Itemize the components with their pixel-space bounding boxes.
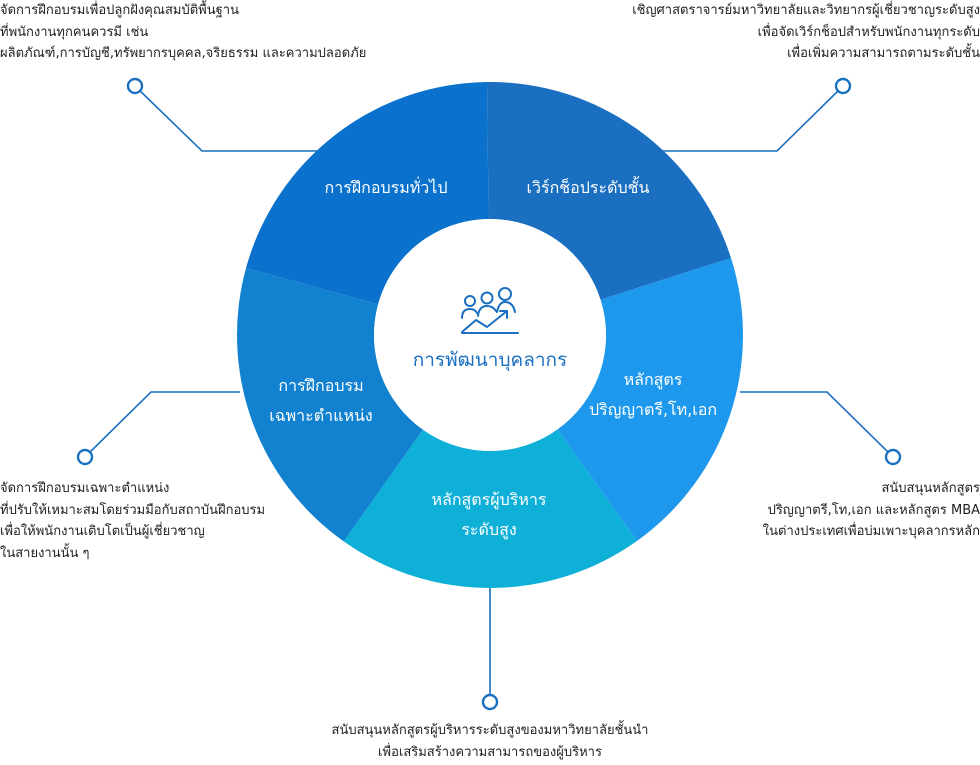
note-line: จัดการฝึกอบรมเฉพาะตำแหน่ง [0,481,170,496]
segment-executive-program [343,429,637,588]
note-line: ผลิตภัณฑ์,การบัญชี,ทรัพยากรบุคคล,จริยธรร… [0,46,367,61]
note-line: เพื่อเสริมสร้างความสามารถของผู้บริหาร [378,744,602,760]
connector-dot-top-right [834,77,852,95]
note-workshop: เชิญศาสตราจารย์มหาวิทยาลัยและวิทยากรผู้เ… [632,0,980,65]
segment-position-training [237,268,423,542]
note-line: จัดการฝึกอบรมเพื่อปลูกฝังคุณสมบัติพื้นฐา… [0,3,239,18]
note-line: ในสายงานนั้น ๆ [0,545,90,561]
segment-label-position-training: การฝึกอบรมเฉพาะตำแหน่ง [269,371,372,431]
connector-dot-top-left [126,77,144,95]
note-general-training: จัดการฝึกอบรมเพื่อปลูกฝังคุณสมบัติพื้นฐา… [0,0,366,65]
note-line: ในต่างประเทศเพื่อบ่มเพาะบุคลากรหลัก [762,524,980,539]
segment-label-general-training: การฝึกอบรมทั่วไป [325,173,448,203]
segment-label-line: เวิร์กช็อประดับชั้น [526,178,650,197]
center-hub [374,219,606,451]
connector-dot-middle-left [76,448,94,466]
segment-label-executive-program: หลักสูตรผู้บริหารระดับสูง [431,485,546,545]
note-degree-programs: สนับสนุนหลักสูตรปริญญาตรี,โท,เอก และหลัก… [763,478,980,543]
note-line: เพื่อเพิ่มความสามารถตามระดับชั้น [787,46,980,61]
connector-top-right [660,85,844,152]
note-position-training: จัดการฝึกอบรมเฉพาะตำแหน่งที่ปรับให้เหมาะ… [0,478,265,564]
segment-label-line: เฉพาะตำแหน่ง [269,406,373,425]
segment-degree-programs [557,258,743,541]
note-line: เพื่อจัดเวิร์กช็อปสำหรับพนักงานทุกระดับ [757,24,980,40]
segment-label-line: การฝึกอบรมทั่วไป [324,178,448,197]
note-line: ปริญญาตรี,โท,เอก และหลักสูตร MBA [767,502,980,518]
connector-dot-middle-right [884,448,902,466]
segment-label-line: ระดับสูง [461,520,517,539]
people-growth-icon [461,287,519,334]
center-title: การพัฒนาบุคลากร [412,349,568,371]
segment-general-training [246,82,489,305]
note-line: สนับสนุนหลักสูตรผู้บริหารระดับสูงของมหาว… [331,723,649,738]
note-line: เพื่อให้พนักงานเติบโตเป็นผู้เชี่ยวชาญ [0,524,205,539]
segment-label-line: การฝึกอบรม [278,376,364,395]
connector-dot-bottom [481,693,499,711]
note-executive-program: สนับสนุนหลักสูตรผู้บริหารระดับสูงของมหาว… [332,720,649,763]
segment-label-line: หลักสูตร [623,370,683,389]
note-line: เชิญศาสตราจารย์มหาวิทยาลัยและวิทยากรผู้เ… [632,3,980,18]
note-line: ที่พนักงานทุกคนควรมี เช่น [0,24,149,40]
segment-workshop [487,82,731,300]
connector-middle-left [84,391,240,458]
connector-top-left [134,85,320,152]
note-line: สนับสนุนหลักสูตร [881,481,980,496]
segment-label-line: หลักสูตรผู้บริหาร [431,490,547,509]
note-line: ที่ปรับให้เหมาะสมโดยร่วมมือกับสถาบันฝึกอ… [0,502,266,518]
segment-label-workshop: เวิร์กช็อประดับชั้น [527,173,650,203]
connector-middle-right [740,391,894,458]
segment-label-degree-programs: หลักสูตรปริญญาตรี,โท,เอก [589,365,717,425]
segment-label-line: ปริญญาตรี,โท,เอก [588,400,718,419]
